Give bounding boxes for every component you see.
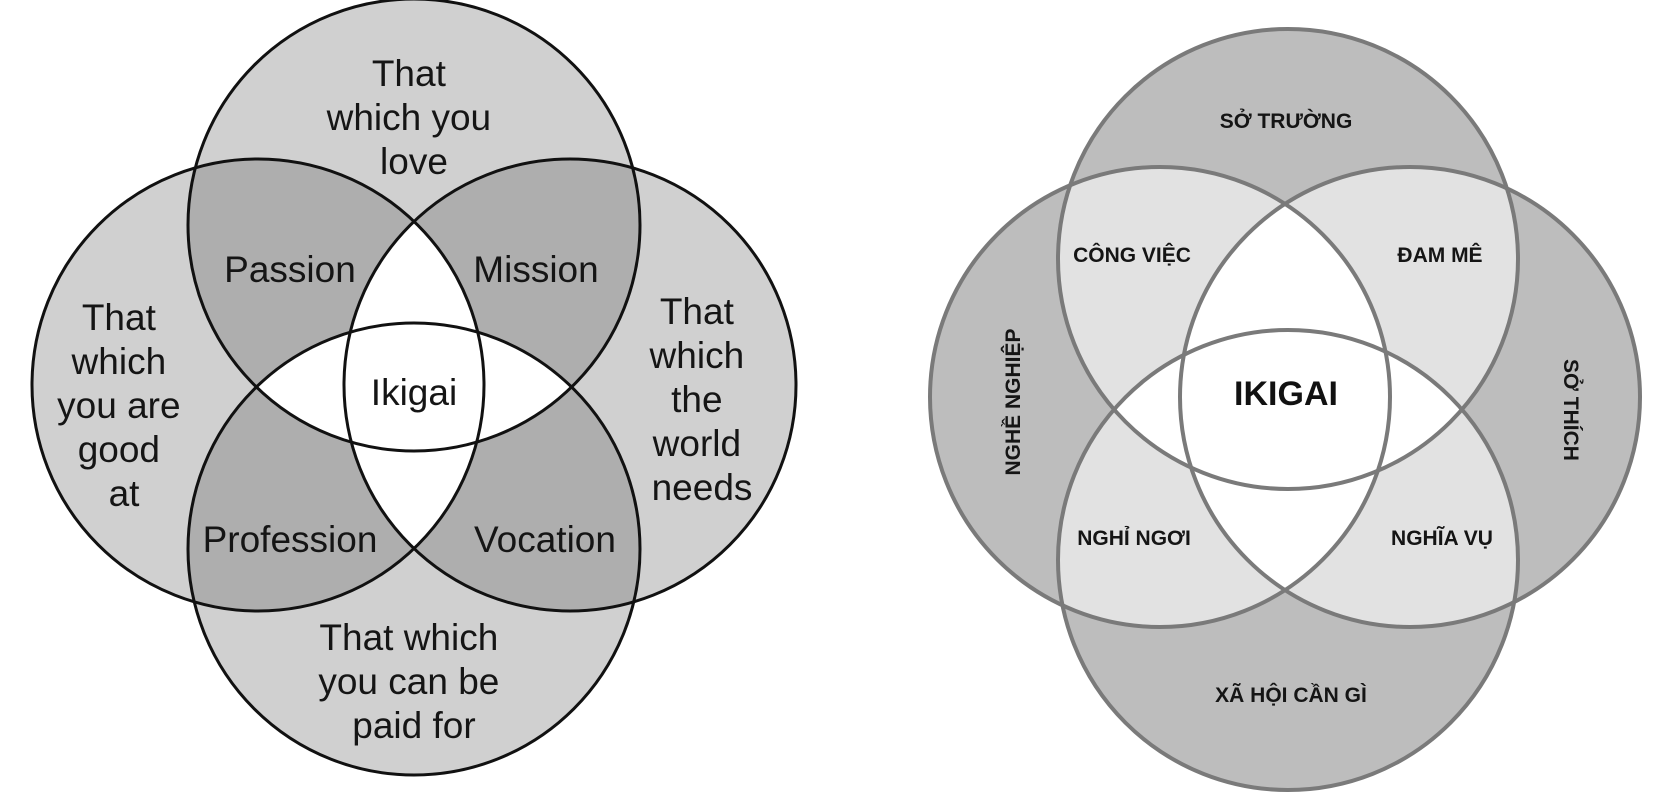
english-ikigai-diagram: That which you love That which you are g… <box>30 0 798 777</box>
label-vocation: Vocation <box>474 519 616 560</box>
outline-paid-for <box>186 321 642 777</box>
label-so-truong: SỞ TRƯỜNG <box>1220 109 1353 133</box>
outline-world-needs <box>342 157 798 613</box>
outline-so-thich <box>1178 165 1642 629</box>
label-nghi-ngoi: NGHỈ NGƠI <box>1077 527 1191 550</box>
label-that-which-you-are-good-at: That which you are good at <box>57 297 191 514</box>
left-circle-outlines <box>30 0 798 777</box>
label-that-which-you-love: That which you love <box>326 53 502 182</box>
outline-nghe-nghiep <box>928 165 1392 629</box>
label-dam-me: ĐAM MÊ <box>1397 243 1482 267</box>
lens-horizontal-right <box>1180 167 1390 627</box>
label-that-which-the-world-needs: That which the world needs <box>649 291 755 508</box>
label-xa-hoi-can-gi: XÃ HỘI CẦN GÌ <box>1215 683 1367 707</box>
label-ikigai-center-vi: IKIGAI <box>1234 375 1338 413</box>
label-mission: Mission <box>473 249 598 290</box>
outline-good-at <box>30 157 486 613</box>
outline-xa-hoi-can-gi <box>1056 328 1520 792</box>
lens-vertical-right <box>1058 330 1518 489</box>
label-that-which-you-can-be-paid-for: That which you can be paid for <box>318 617 509 746</box>
label-ikigai-center: Ikigai <box>371 372 457 413</box>
label-cong-viec: CÔNG VIỆC <box>1073 243 1191 267</box>
label-so-thich: SỞ THÍCH <box>1559 359 1583 461</box>
label-nghia-vu: NGHĨA VỤ <box>1391 527 1493 550</box>
label-passion: Passion <box>224 249 356 290</box>
right-inner-regions <box>1058 167 1518 627</box>
outline-love <box>186 0 642 453</box>
label-nghe-nghiep: NGHỀ NGHIỆP <box>1001 328 1025 475</box>
label-profession: Profession <box>203 519 378 560</box>
outline-so-truong <box>1056 27 1520 491</box>
vietnamese-ikigai-diagram: SỞ TRƯỜNG NGHỀ NGHIỆP SỞ THÍCH XÃ HỘI CẦ… <box>928 27 1642 792</box>
right-circle-outlines <box>928 27 1642 792</box>
